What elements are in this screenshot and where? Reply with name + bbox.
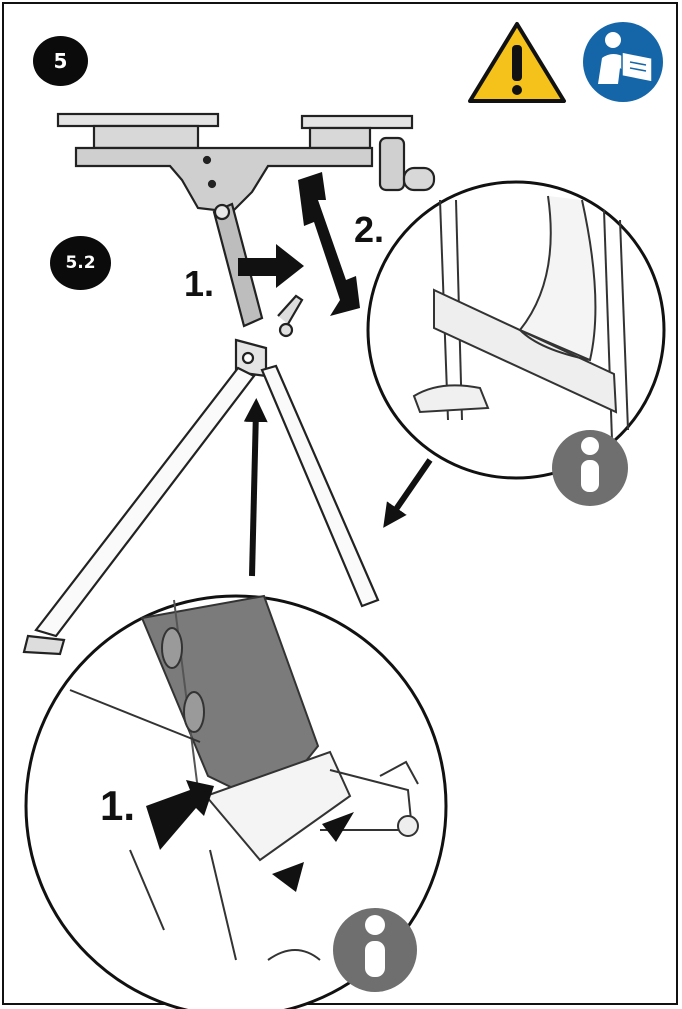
height-adjust-arrow <box>298 172 360 316</box>
step-one-label-bottom: 1. <box>100 782 136 829</box>
step-number-badge: 5 <box>33 36 88 86</box>
info-icon <box>333 908 417 992</box>
info-icon <box>552 430 628 506</box>
work-table-top <box>56 112 436 214</box>
stand-legs <box>22 338 380 656</box>
warning-triangle-icon <box>468 22 566 103</box>
foot-detail-circle <box>366 180 666 480</box>
detail-pointer-arrow <box>383 458 433 528</box>
sub-step-badge: 5.2 <box>50 236 111 290</box>
step-two-label: 2. <box>354 209 385 250</box>
push-arrow-top <box>238 244 304 288</box>
read-manual-icon <box>583 22 663 102</box>
upward-pointer-arrow <box>243 398 268 577</box>
step-one-label-top: 1. <box>184 263 215 304</box>
clamp-detail-circle <box>24 594 448 1009</box>
